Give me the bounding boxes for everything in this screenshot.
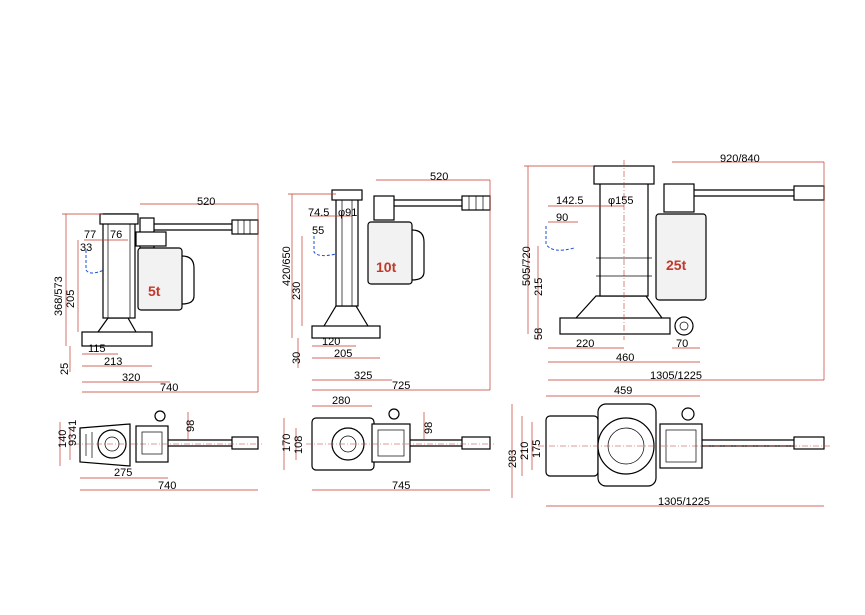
svg-text:320: 320	[122, 372, 140, 384]
svg-text:175: 175	[531, 440, 543, 458]
reservoir	[367, 221, 413, 285]
svg-text:740: 740	[160, 382, 178, 394]
svg-text:275: 275	[114, 467, 132, 479]
handle-grip	[231, 436, 259, 450]
svg-text:213: 213	[104, 356, 122, 368]
svg-text:280: 280	[332, 395, 350, 407]
svg-text:76: 76	[110, 229, 122, 241]
base-shoulder	[97, 317, 137, 333]
svg-text:520: 520	[430, 171, 448, 183]
svg-text:77: 77	[84, 229, 96, 241]
svg-text:74.5: 74.5	[308, 207, 329, 219]
pump-head	[373, 195, 395, 221]
svg-text:115: 115	[88, 343, 106, 355]
svg-text:98: 98	[185, 420, 197, 432]
svg-text:725: 725	[392, 380, 410, 392]
handle-grip	[793, 436, 825, 450]
reservoir	[137, 247, 183, 311]
svg-text:φ91: φ91	[338, 207, 357, 219]
svg-text:25: 25	[59, 363, 71, 375]
svg-text:90: 90	[556, 212, 568, 224]
svg-text:108: 108	[293, 436, 305, 454]
svg-text:215: 215	[533, 278, 545, 296]
svg-text:325: 325	[354, 370, 372, 382]
svg-text:205: 205	[65, 290, 77, 308]
svg-text:58: 58	[533, 328, 545, 340]
svg-text:460: 460	[616, 352, 634, 364]
svg-text:93: 93	[67, 434, 79, 446]
svg-text:1305/1225: 1305/1225	[650, 370, 702, 382]
handle-grip	[793, 185, 825, 201]
base-plate	[311, 325, 381, 339]
svg-text:120: 120	[322, 336, 340, 348]
svg-text:140: 140	[57, 430, 69, 448]
column-cap	[331, 189, 363, 201]
release-valve	[674, 316, 694, 336]
valve-wheel	[154, 410, 166, 422]
svg-text:230: 230	[291, 282, 303, 300]
svg-text:170: 170	[281, 434, 293, 452]
load-range-curve	[85, 250, 105, 274]
jack-5t-elevation: 5t 520 77 76 33 368/573 205 25 115 213 3…	[53, 196, 259, 394]
jack-10t-plan: 280 170 108 98 745	[281, 395, 494, 492]
load-range-curve	[545, 226, 575, 251]
svg-text:142.5: 142.5	[556, 195, 584, 207]
base-plate	[81, 331, 153, 347]
svg-text:220: 220	[576, 338, 594, 350]
svg-text:98: 98	[423, 422, 435, 434]
svg-text:740: 740	[158, 480, 176, 492]
column-cap	[99, 213, 139, 225]
base-plate	[559, 317, 671, 335]
svg-text:30: 30	[291, 352, 303, 364]
load-range-curve	[313, 236, 337, 257]
svg-text:205: 205	[334, 348, 352, 360]
svg-text:41: 41	[67, 420, 79, 432]
svg-text:φ155: φ155	[608, 195, 634, 207]
svg-text:459: 459	[614, 385, 632, 397]
capacity-label: 25t	[666, 257, 687, 273]
svg-text:70: 70	[676, 338, 688, 350]
handle-grip	[461, 436, 491, 450]
svg-text:420/650: 420/650	[281, 246, 293, 286]
capacity-label: 10t	[376, 259, 397, 275]
svg-text:283: 283	[507, 450, 519, 468]
svg-text:210: 210	[519, 442, 531, 460]
svg-text:33: 33	[80, 242, 92, 254]
svg-text:745: 745	[392, 480, 410, 492]
svg-text:520: 520	[197, 196, 215, 208]
jack-5t-plan: 140 93 41 98 275 740	[57, 410, 262, 492]
jack-25t-plan: 459 283 210 175 1305/1225	[507, 385, 830, 508]
jack-10t-elevation: 10t 520 74.5 φ91 55 420/650 230 30 120 2…	[281, 171, 491, 392]
reservoir	[655, 213, 707, 301]
svg-text:1305/1225: 1305/1225	[658, 496, 710, 508]
svg-text:368/573: 368/573	[53, 276, 65, 316]
svg-text:920/840: 920/840	[720, 153, 760, 165]
capacity-label: 5t	[148, 283, 161, 299]
valve-wheel	[388, 408, 400, 420]
jack-25t-elevation: 25t 920/840 142.5 φ155 90 505/720 215 58…	[521, 153, 825, 382]
handle-grip	[231, 219, 259, 235]
svg-text:505/720: 505/720	[521, 246, 533, 286]
svg-text:55: 55	[312, 225, 324, 237]
valve-wheel	[681, 407, 695, 421]
pump-head	[663, 183, 695, 213]
